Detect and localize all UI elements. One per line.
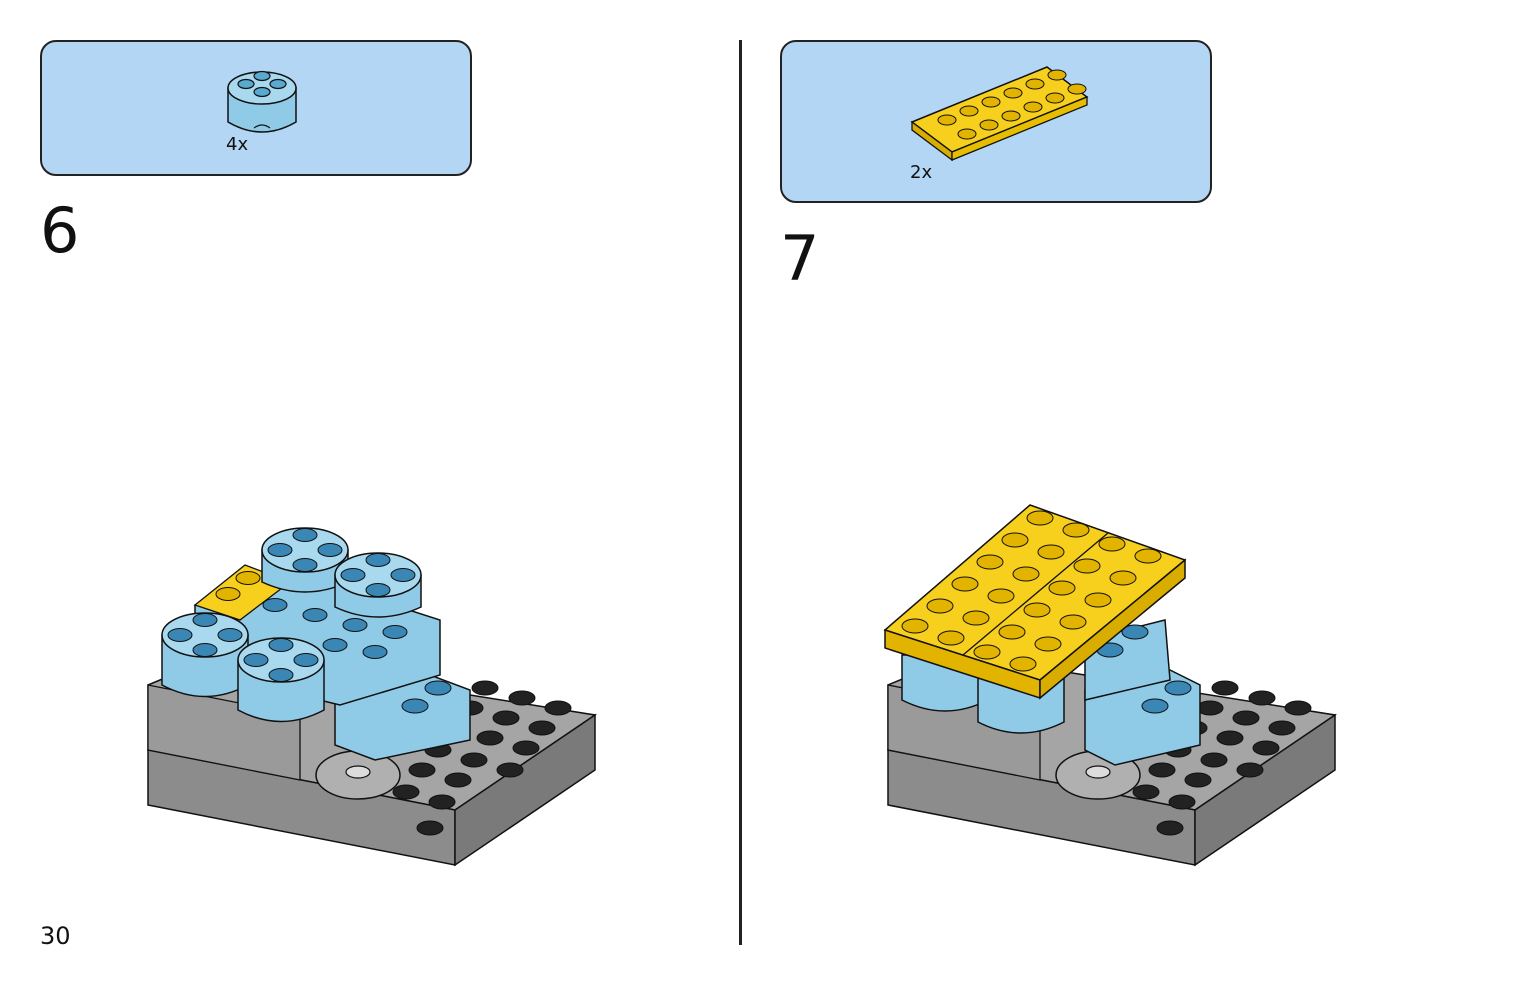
part-quantity: 2x: [910, 162, 933, 183]
parts-callout-step-7: 2x: [780, 40, 1212, 203]
step-number: 6: [40, 194, 80, 267]
part-quantity: 4x: [226, 134, 249, 155]
step-number: 7: [780, 222, 820, 295]
plate-2x6-icon: [910, 66, 1089, 162]
parts-callout-step-6: 4x: [40, 40, 472, 176]
round-brick-2x2-icon: [227, 70, 297, 133]
step-7-model-illustration: [883, 504, 1337, 867]
step-6-model-illustration: [147, 527, 597, 867]
page-number: 30: [40, 922, 71, 950]
page-divider: [739, 40, 742, 945]
